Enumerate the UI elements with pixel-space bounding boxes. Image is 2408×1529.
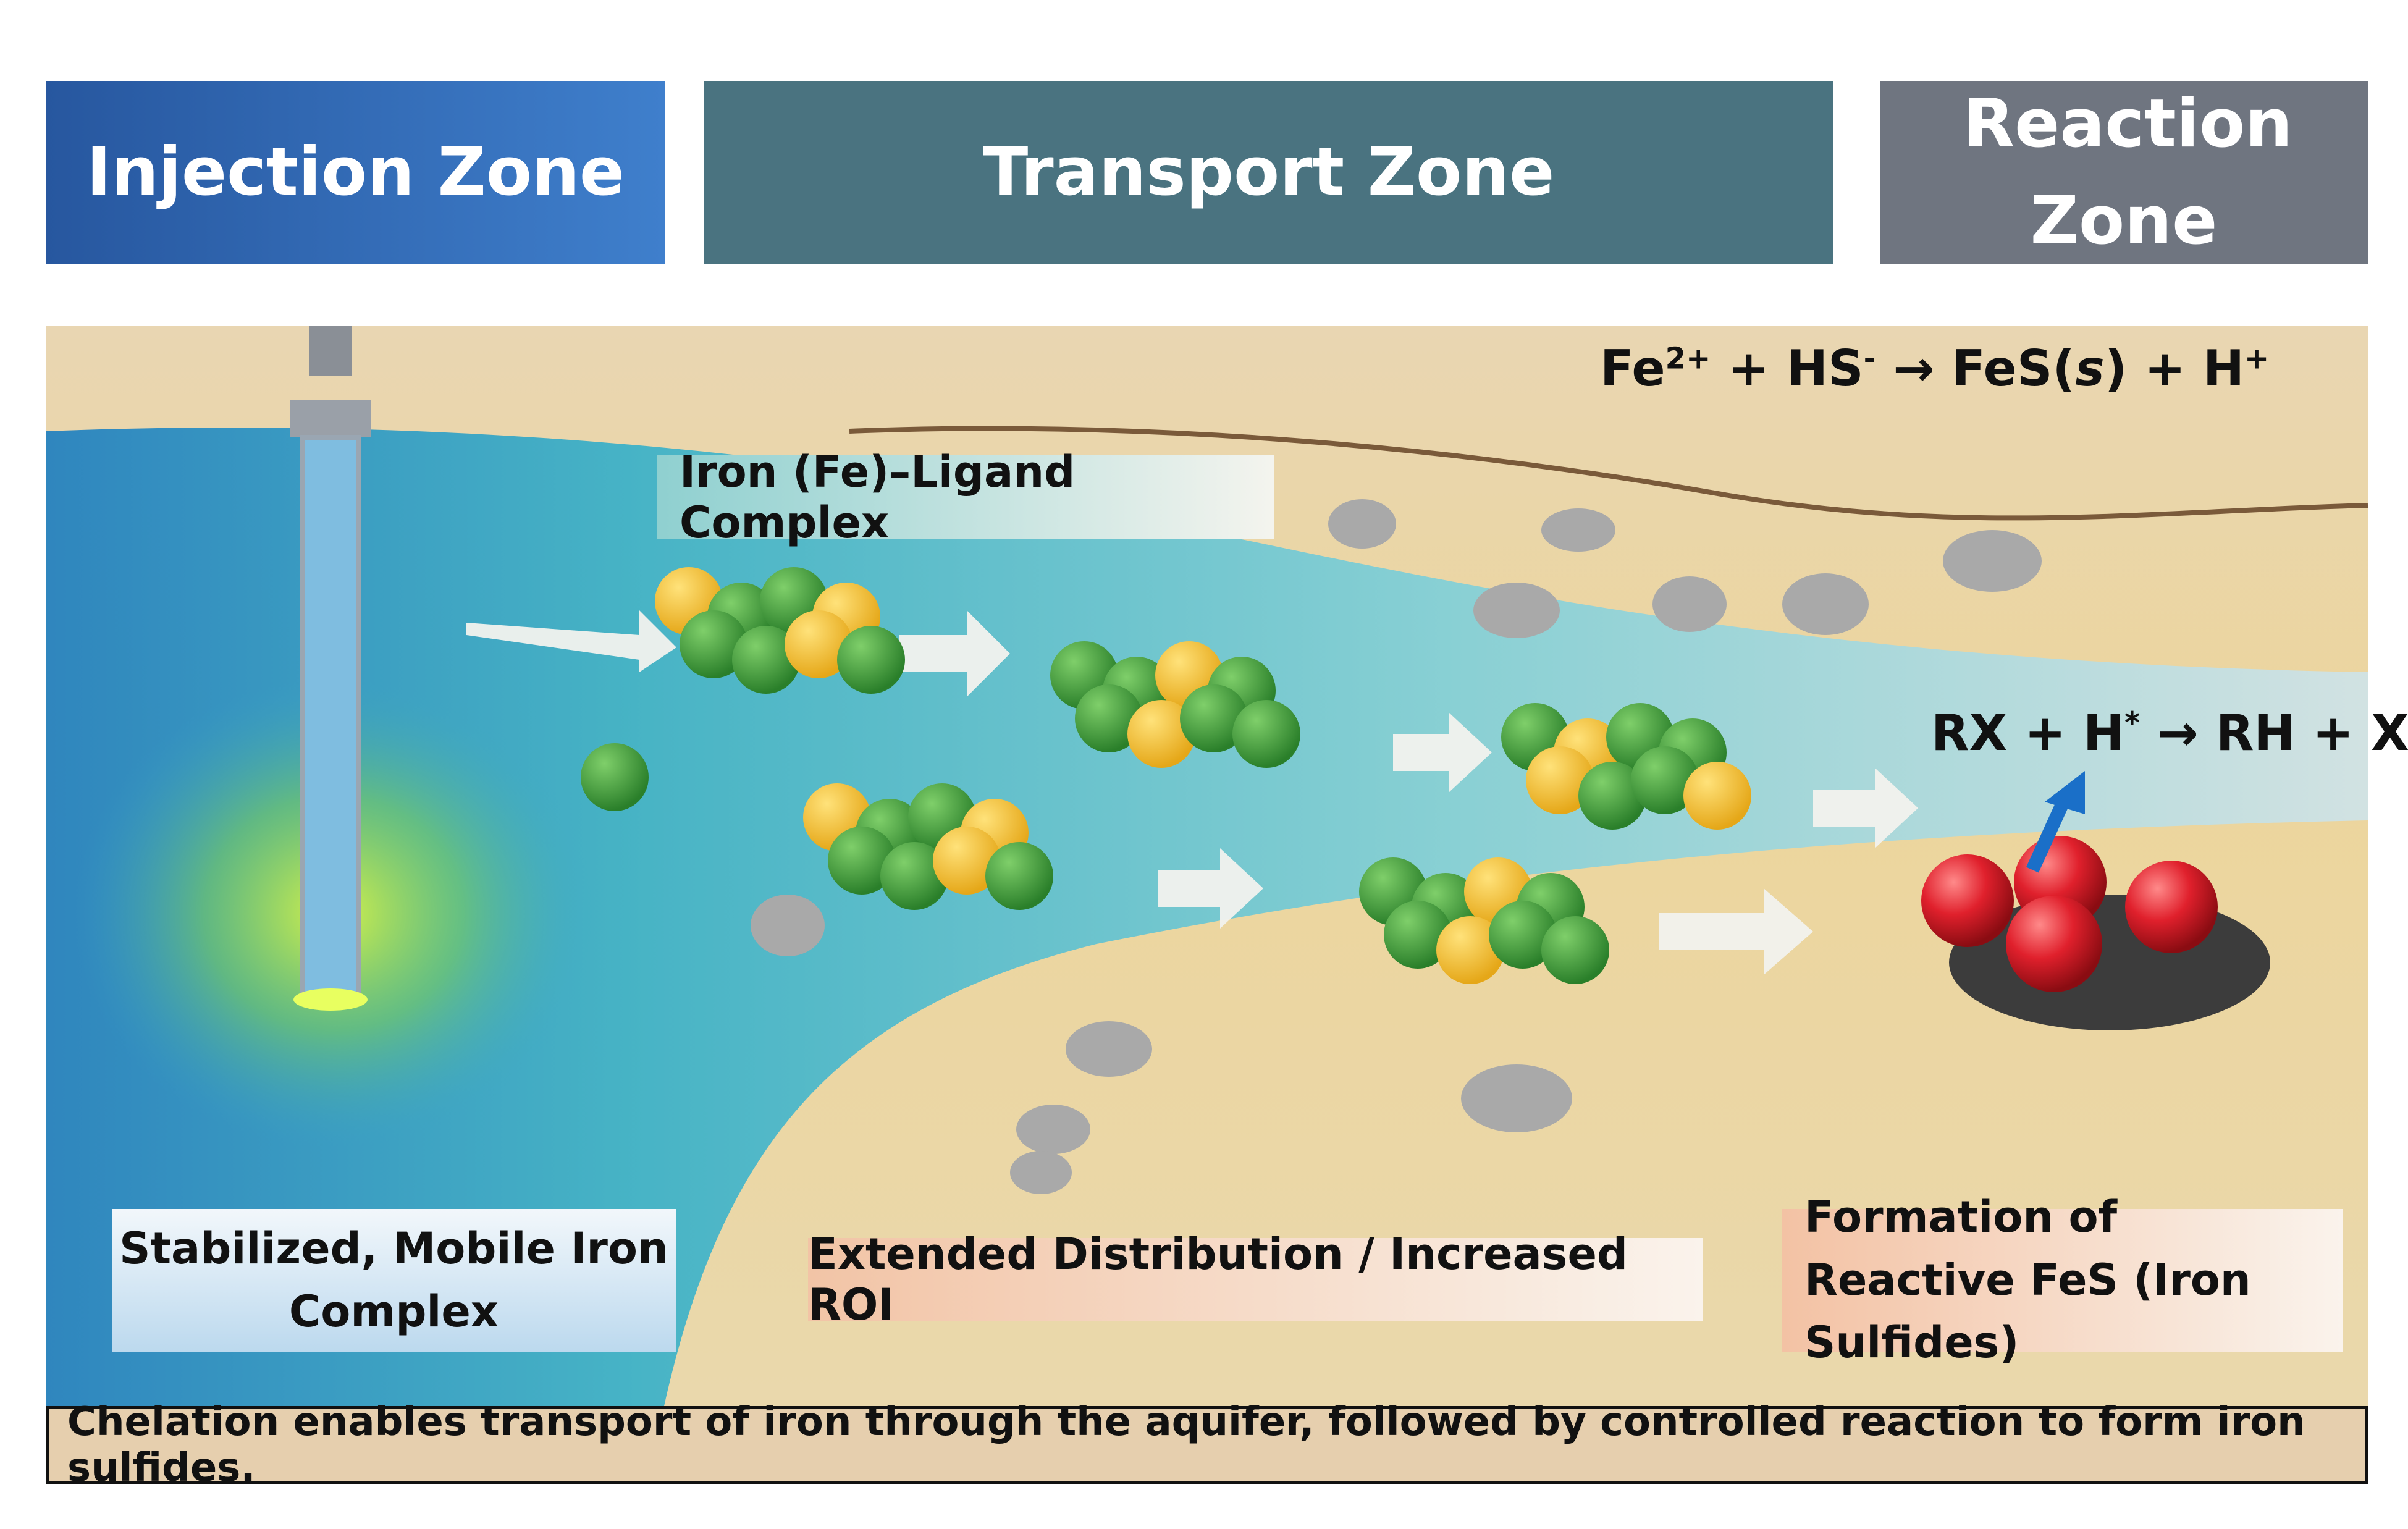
eq-part: + HS: [1711, 340, 1864, 397]
ligand-sphere: [837, 626, 905, 694]
ligand-sphere: [1578, 762, 1646, 830]
eq-italic: s: [2075, 340, 2105, 397]
dechlorination-equation: RX + H* → RH + X−: [1931, 704, 2408, 762]
gravel-stones: [751, 499, 2042, 1194]
ligand-sphere: [732, 626, 800, 694]
ligand-sphere: [1526, 746, 1594, 814]
fes-formation-label: Formation of Reactive FeS (Iron Sulfides…: [1782, 1192, 2343, 1368]
ligand-sphere: [933, 827, 1001, 895]
ligand-complexes: [581, 567, 1751, 984]
stabilized-complex-label: Stabilized, Mobile Iron Complex: [112, 1209, 676, 1352]
soil-boundary-line: [849, 426, 2368, 521]
eq-sup: *: [2124, 706, 2141, 741]
eq-part: → FeS(: [1875, 340, 2076, 397]
ligand-sphere: [1631, 746, 1699, 814]
ligand-sphere: [1489, 901, 1557, 969]
transport-zone-header: Transport Zone: [704, 81, 1833, 264]
eq-part: ) + H: [2104, 340, 2244, 397]
injection-zone-header: Injection Zone: [46, 81, 665, 264]
ligand-sphere: [828, 827, 896, 895]
ligand-sphere: [1180, 684, 1248, 752]
reaction-zone-header: Reaction Zone: [1880, 81, 2368, 264]
iron-ligand-complex-label: Iron (Fe)–Ligand Complex: [657, 447, 1274, 548]
ligand-sphere: [1232, 700, 1300, 768]
eq-sup: 2+: [1665, 341, 1711, 376]
ligand-sphere: [985, 842, 1053, 910]
eq-sup: +: [2244, 341, 2270, 376]
ligand-sphere: [1683, 762, 1751, 830]
eq-part: → RH + X: [2140, 704, 2408, 762]
eq-part: Fe: [1600, 340, 1665, 397]
eq-sup: -: [1863, 341, 1876, 376]
flow-arrows: [466, 610, 1918, 975]
ligand-sphere: [1127, 700, 1195, 768]
caption-text: Chelation enables transport of iron thro…: [67, 1399, 2305, 1491]
injection-well: [290, 326, 371, 1011]
ligand-sphere: [680, 610, 747, 678]
ligand-sphere: [1384, 901, 1452, 969]
eq-part: RX + H: [1931, 704, 2124, 762]
fes-formation-text: Formation of Reactive FeS (Iron Sulfides…: [1804, 1192, 2251, 1368]
reaction-zone-title: Reaction Zone: [1963, 85, 2293, 259]
ligand-sphere: [785, 610, 852, 678]
electron-transfer-arrow: [2026, 771, 2085, 873]
ligand-sphere: [1436, 916, 1504, 984]
ligand-sphere: [581, 743, 649, 811]
ligand-sphere: [1541, 916, 1609, 984]
fes-formation-equation: Fe2+ + HS- → FeS(s) + H+: [1600, 340, 2269, 397]
ligand-sphere: [1075, 684, 1143, 752]
ligand-sphere: [880, 842, 948, 910]
caption-bar: Chelation enables transport of iron thro…: [46, 1399, 2368, 1491]
extended-distribution-label: Extended Distribution / Increased ROI: [808, 1229, 1703, 1330]
groundwater-plume: [46, 428, 2368, 1406]
